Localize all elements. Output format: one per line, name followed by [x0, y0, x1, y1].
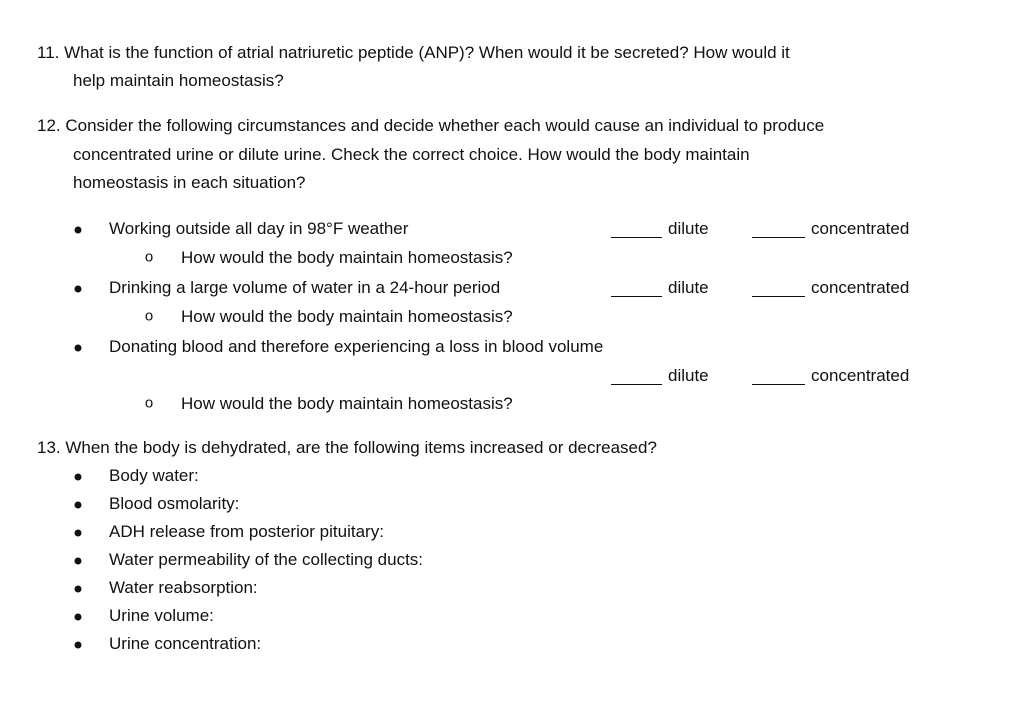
q13-item: Urine concentration:	[109, 634, 262, 653]
q12-item-text: Drinking a large volume of water in a 24…	[109, 278, 501, 297]
circle-bullet-icon: o	[144, 394, 154, 412]
dilute-blank[interactable]	[611, 384, 662, 385]
circle-bullet-icon: o	[144, 307, 154, 325]
bullet-icon	[74, 226, 82, 234]
concentrated-blank[interactable]	[752, 237, 805, 238]
bullet-icon	[74, 473, 82, 481]
q13-item: Body water:	[109, 466, 199, 485]
bullet-icon	[74, 557, 82, 565]
dilute-blank[interactable]	[611, 296, 662, 297]
concentrated-label: concentrated	[811, 278, 910, 297]
q13-item: Water permeability of the collecting duc…	[109, 550, 424, 569]
q12-line1: 12. Consider the following circumstances…	[37, 116, 825, 135]
q12-item-sub: How would the body maintain homeostasis?	[181, 248, 513, 267]
q12-item-text: Working outside all day in 98°F weather	[109, 219, 409, 238]
q11-line2: help maintain homeostasis?	[73, 71, 284, 90]
bullet-icon	[74, 501, 82, 509]
bullet-icon	[74, 613, 82, 621]
dilute-blank[interactable]	[611, 237, 662, 238]
concentrated-blank[interactable]	[752, 384, 805, 385]
q13-item: Urine volume:	[109, 606, 214, 625]
bullet-icon	[74, 285, 82, 293]
q13-item: ADH release from posterior pituitary:	[109, 522, 384, 541]
dilute-label: dilute	[668, 219, 709, 238]
dilute-label: dilute	[668, 366, 709, 385]
q12-item-sub: How would the body maintain homeostasis?	[181, 394, 513, 413]
concentrated-label: concentrated	[811, 366, 910, 385]
dilute-label: dilute	[668, 278, 709, 297]
bullet-icon	[74, 585, 82, 593]
q12-item-text: Donating blood and therefore experiencin…	[109, 337, 604, 356]
circle-bullet-icon: o	[144, 248, 154, 266]
q13-item: Blood osmolarity:	[109, 494, 240, 513]
concentrated-blank[interactable]	[752, 296, 805, 297]
concentrated-label: concentrated	[811, 219, 910, 238]
bullet-icon	[74, 529, 82, 537]
q12-item-sub: How would the body maintain homeostasis?	[181, 307, 513, 326]
q12-line2: concentrated urine or dilute urine. Chec…	[73, 145, 750, 164]
bullet-icon	[74, 641, 82, 649]
q13-item: Water reabsorption:	[109, 578, 258, 597]
bullet-icon	[74, 344, 82, 352]
q12-line3: homeostasis in each situation?	[73, 173, 306, 192]
q11-line1: 11. What is the function of atrial natri…	[37, 43, 790, 62]
q13-line1: 13. When the body is dehydrated, are the…	[37, 438, 657, 457]
